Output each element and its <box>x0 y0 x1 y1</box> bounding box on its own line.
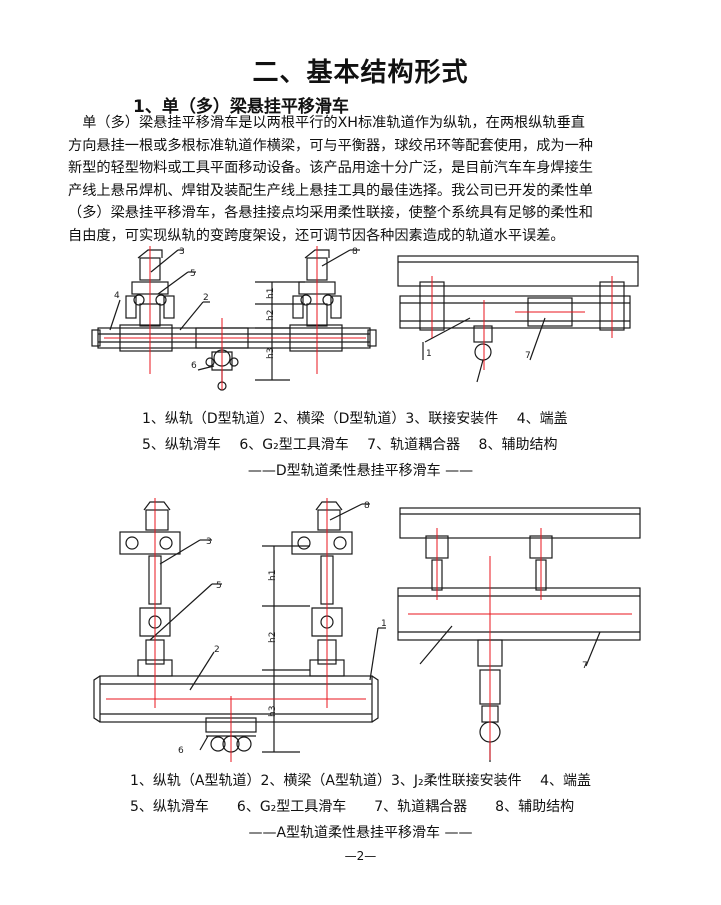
section-subtitle: 1、单（多）梁悬挂平移滑车 <box>133 97 349 117</box>
page-title: 二、基本结构形式 <box>252 58 469 88</box>
callout-2: 2 <box>203 293 209 303</box>
figure2-legend-line1: 1、纵轨（A型轨道）2、横梁（A型轨道）3、J₂柔性联接安装件 4、端盖 <box>130 773 591 789</box>
callout-1: 1 <box>381 619 387 629</box>
paragraph-line: 新型的轻型物料或工具平面移动设备。该产品用途十分广泛，是目前汽车车身焊接生 <box>68 160 593 176</box>
dim-h1: h1 <box>268 570 278 581</box>
callout-5: 5 <box>216 581 222 591</box>
callout-5: 5 <box>190 269 196 279</box>
dim-h1: h1 <box>266 288 276 299</box>
dim-h3: h3 <box>266 348 276 359</box>
figure1-caption: ——D型轨道柔性悬挂平移滑车 —— <box>247 463 474 479</box>
callout-6: 6 <box>178 746 184 756</box>
dim-h2: h2 <box>268 632 278 643</box>
callout-6: 6 <box>191 361 197 371</box>
paragraph-line: （多）梁悬挂平移滑车，各悬挂接点均采用柔性联接，使整个系统具有足够的柔性和 <box>68 205 593 221</box>
figure-a-track-diagram: 8 3 5 2 1 6 7 h1 h2 h3 <box>93 498 641 762</box>
callout-3: 3 <box>206 537 212 547</box>
paragraph-line: 单（多）梁悬挂平移滑车是以两根平行的XH标准轨道作为纵轨，在两根纵轨垂直 <box>68 115 585 131</box>
callout-1: 1 <box>426 349 432 359</box>
callout-4: 4 <box>114 291 120 301</box>
figure-d-track-diagram: 3 5 2 4 8 1 7 6 h1 h2 h3 <box>91 246 639 391</box>
paragraph-line: 方向悬挂一根或多根标准轨道作横梁，可与平衡器，球绞吊环等配套使用，成为一种 <box>68 137 593 154</box>
intro-paragraph: 单（多）梁悬挂平移滑车是以两根平行的XH标准轨道作为纵轨，在两根纵轨垂直 方向悬… <box>68 112 650 247</box>
figure2-legend-line2: 5、纵轨滑车 6、G₂型工具滑车 7、轨道耦合器 8、辅助结构 <box>130 799 575 815</box>
figure2-caption: ——A型轨道柔性悬挂平移滑车 —— <box>248 825 473 841</box>
callout-8: 8 <box>352 247 358 257</box>
dim-h2: h2 <box>266 310 276 321</box>
callout-8: 8 <box>364 501 370 511</box>
callout-7: 7 <box>525 351 531 361</box>
callout-2: 2 <box>214 645 220 655</box>
figure1-legend-line2: 5、纵轨滑车 6、G₂型工具滑车 7、轨道耦合器 8、辅助结构 <box>142 437 558 453</box>
dim-h3: h3 <box>268 706 278 717</box>
page-number: —2— <box>344 849 377 863</box>
callout-3: 3 <box>179 247 185 257</box>
paragraph-line: 自由度，可实现纵轨的变跨度架设，还可调节因各种因素造成的轨道水平误差。 <box>68 227 565 244</box>
paragraph-line: 产线上悬吊焊机、焊钳及装配生产线上悬挂工具的最佳选择。我公司已开发的柔性单 <box>68 182 593 199</box>
figure1-legend-line1: 1、纵轨（D型轨道）2、横梁（D型轨道）3、联接安装件 4、端盖 <box>142 411 568 427</box>
callout-7: 7 <box>582 661 588 671</box>
